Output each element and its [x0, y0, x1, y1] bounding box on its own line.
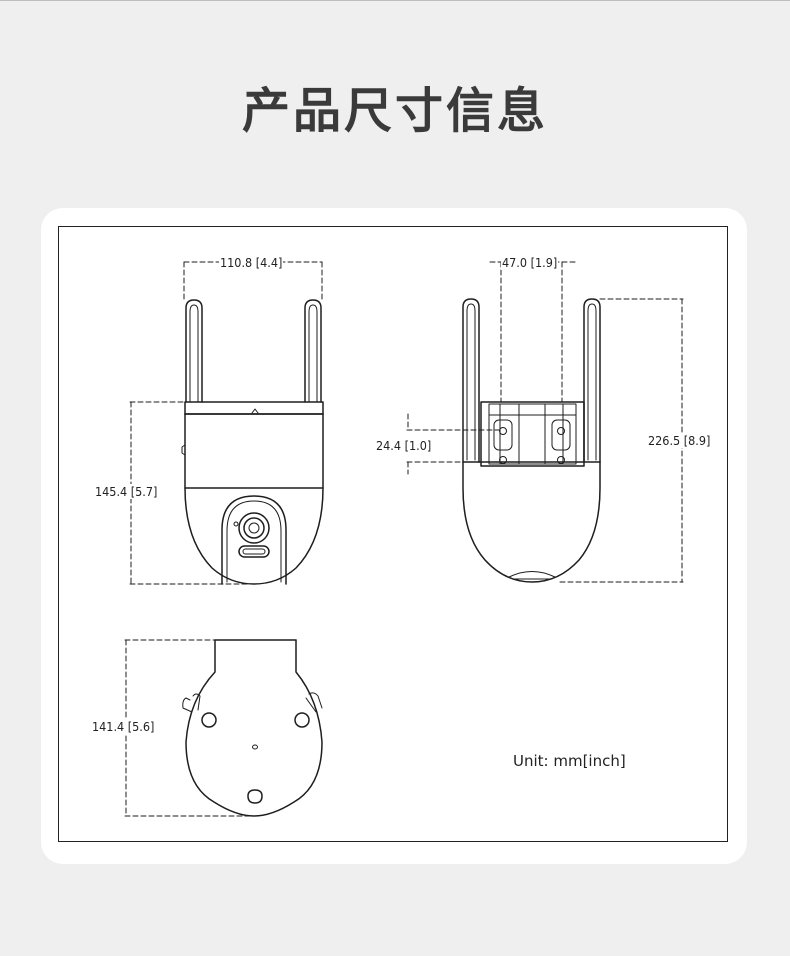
front-right-antenna — [304, 299, 322, 403]
dimension-card — [41, 208, 747, 864]
front-view — [129, 261, 324, 585]
side-view — [406, 261, 684, 583]
base-height-label: 141.4 [5.6] — [91, 719, 156, 734]
front-left-antenna — [185, 299, 203, 403]
front-height-label: 145.4 [5.7] — [94, 484, 159, 499]
drawing-frame — [58, 226, 728, 842]
unit-label: Unit: mm[inch] — [513, 752, 626, 770]
side-right-antenna — [583, 298, 601, 463]
side-bracket-dim-lines — [406, 413, 501, 475]
side-bracket-height-label: 24.4 [1.0] — [375, 438, 433, 453]
side-mount-bracket — [480, 401, 585, 467]
front-camera-face — [221, 495, 287, 585]
side-total-height-label: 226.5 [8.9] — [647, 433, 712, 448]
base-view — [124, 639, 323, 817]
side-left-antenna — [462, 298, 480, 463]
front-width-label: 110.8 [4.4] — [219, 255, 284, 270]
side-width-dim-lines — [489, 261, 576, 403]
side-width-label: 47.0 [1.9] — [501, 255, 559, 270]
top-divider — [0, 0, 790, 1]
page-title: 产品尺寸信息 — [241, 83, 548, 139]
